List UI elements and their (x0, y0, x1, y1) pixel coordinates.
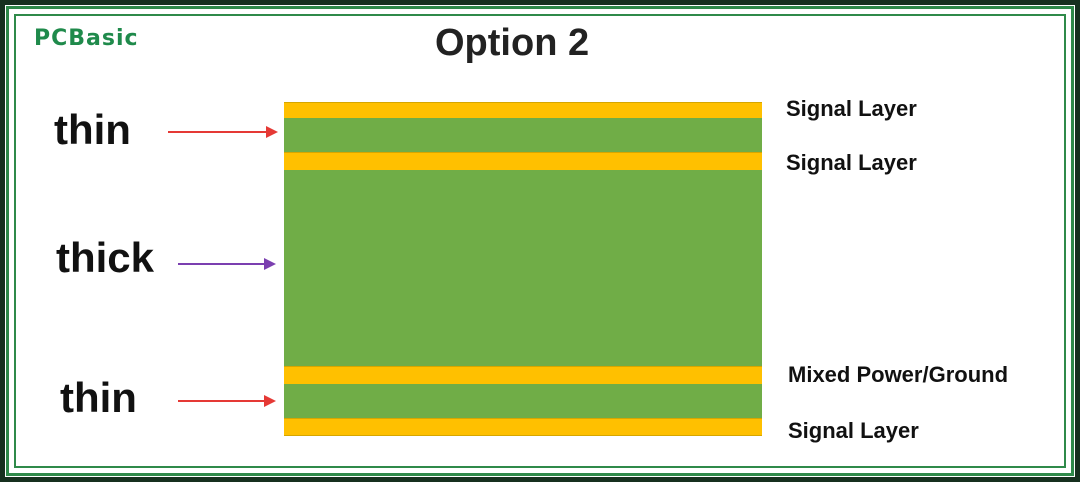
arrow-bottom (178, 395, 276, 407)
signal-layer-2 (284, 152, 762, 171)
mixed-power-ground-layer (284, 366, 762, 385)
thickness-label-top: thin (54, 106, 131, 153)
layer-label-3: Mixed Power/Ground (788, 362, 1009, 387)
layer-label-2: Signal Layer (786, 150, 917, 175)
thickness-label-bottom: thin (60, 374, 137, 421)
diagram-title: Option 2 (435, 22, 590, 64)
signal-layer-3 (284, 418, 762, 436)
inner-frame-2 (14, 14, 1066, 468)
brand-logo: PCBasic (34, 26, 139, 51)
core-thin-bottom (284, 384, 762, 418)
arrow-middle (178, 258, 276, 270)
thickness-label-middle: thick (56, 234, 155, 281)
layer-label-1: Signal Layer (786, 96, 917, 121)
inner-frame (6, 6, 1074, 476)
core-thick (284, 170, 762, 366)
core-thin-top (284, 118, 762, 152)
layer-label-4: Signal Layer (788, 418, 919, 443)
signal-layer-1 (284, 102, 762, 119)
arrow-top (168, 126, 278, 138)
